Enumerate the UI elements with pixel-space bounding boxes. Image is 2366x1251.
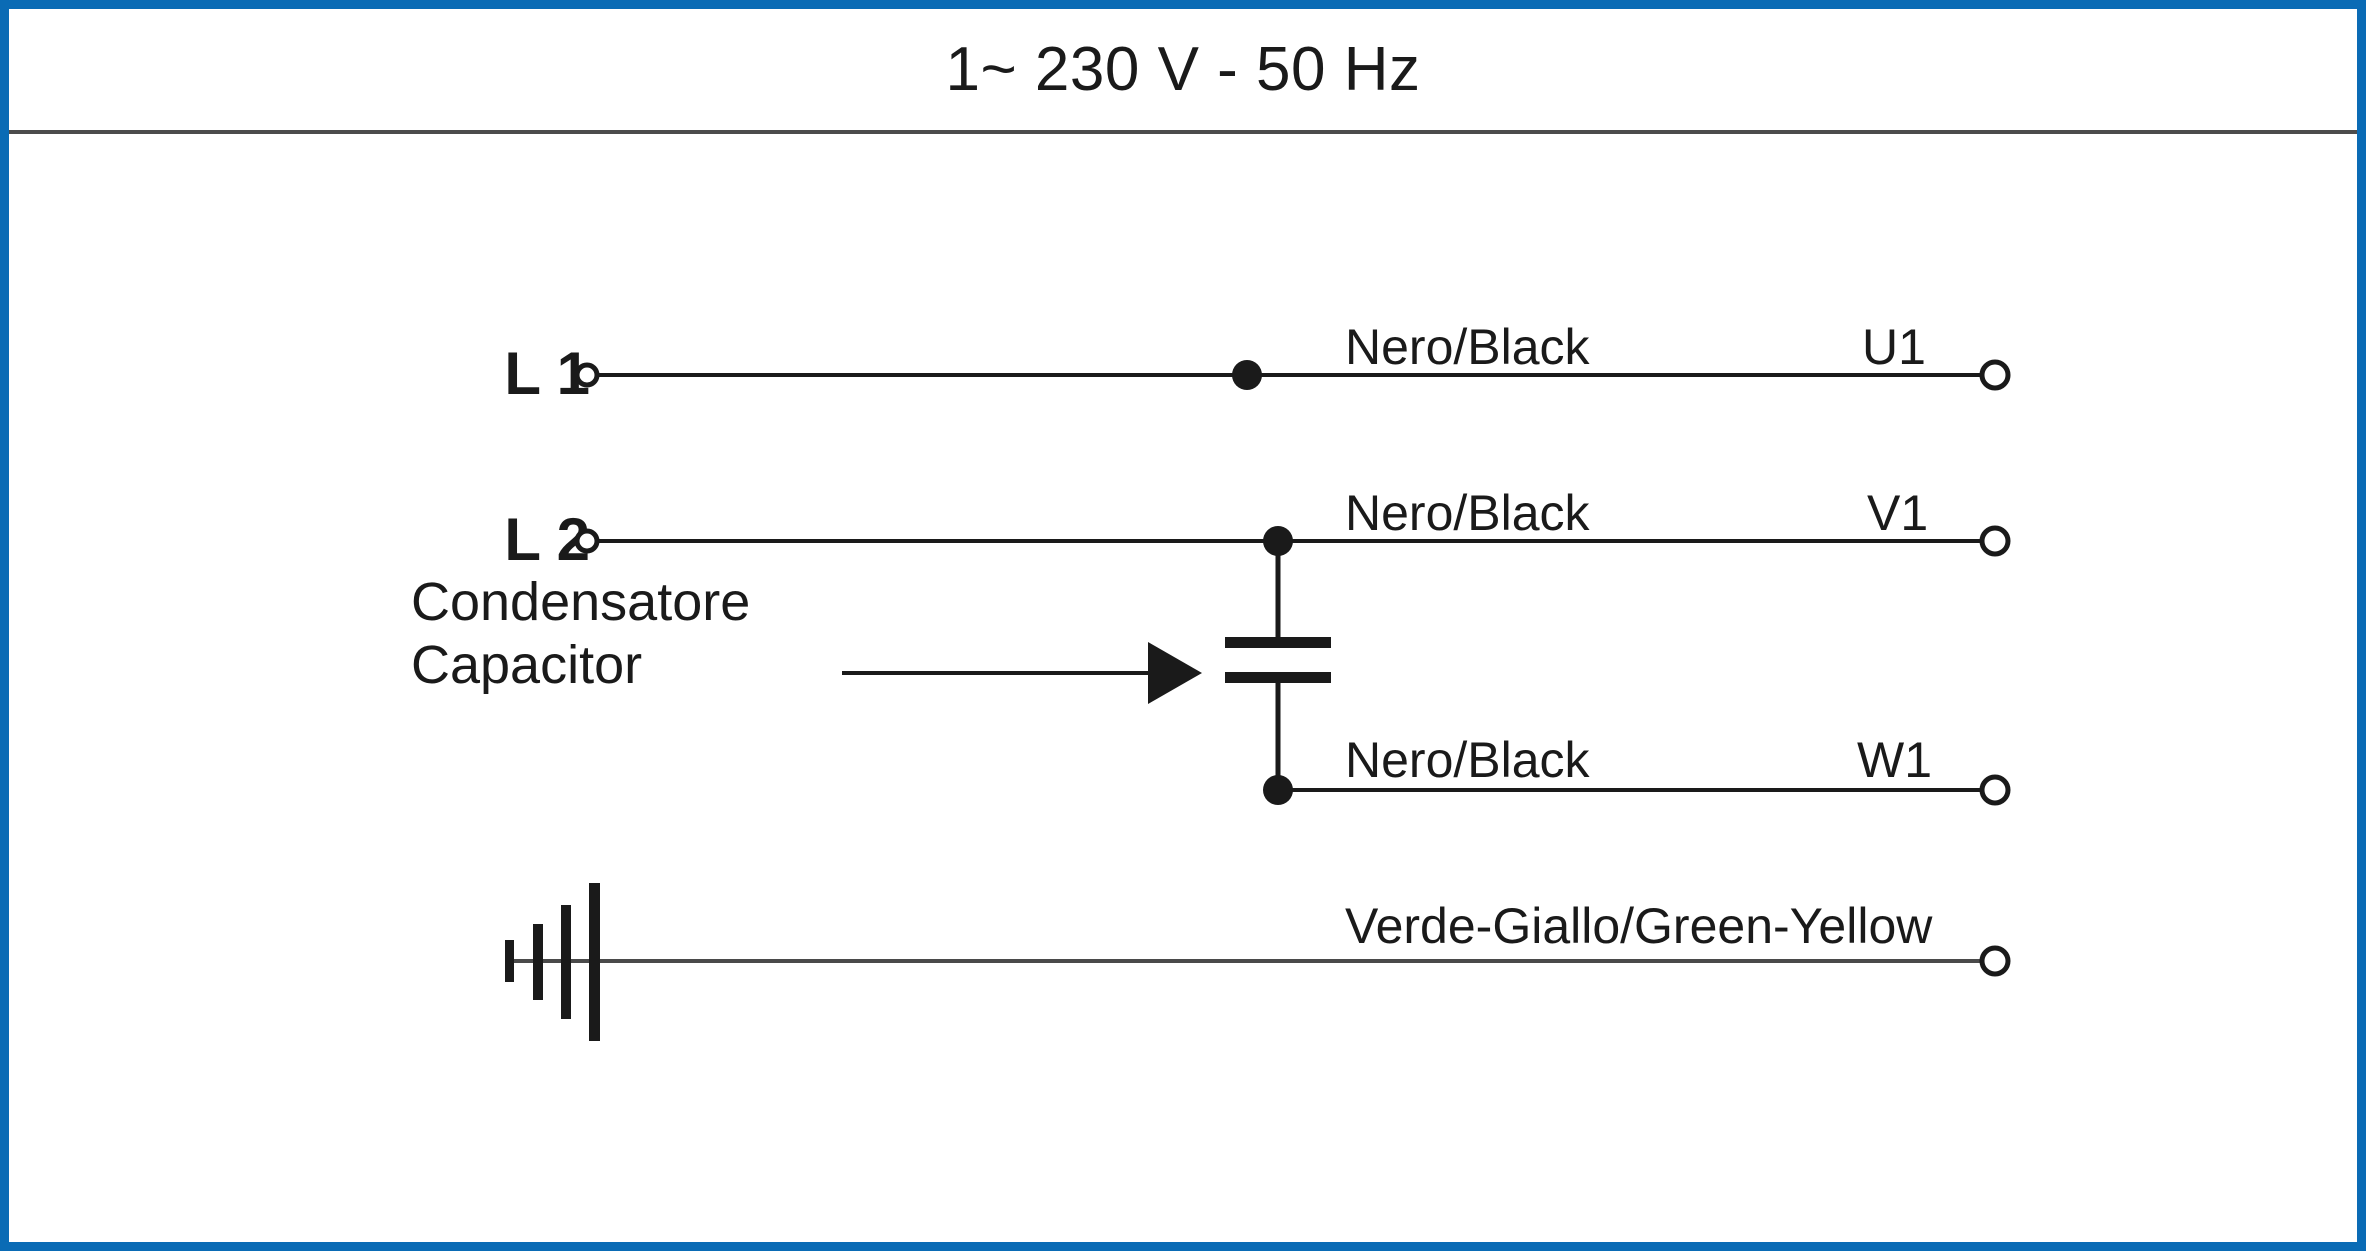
schematic-canvas: L 1 L 2 Condensatore Capacitor Nero/Blac… bbox=[0, 134, 2366, 1242]
wire-network bbox=[505, 359, 2011, 1041]
terminal-point-l2 bbox=[574, 528, 600, 554]
wire-color-label-w1: Nero/Black bbox=[1345, 732, 1590, 788]
terminal-point-v1 bbox=[1979, 525, 2011, 557]
junction-dot-l1 bbox=[1232, 360, 1262, 390]
terminal-point-u1 bbox=[1979, 359, 2011, 391]
terminal-label-v1: V1 bbox=[1867, 485, 1929, 541]
junction-dot-w1 bbox=[1263, 775, 1293, 805]
terminal-point-w1 bbox=[1979, 774, 2011, 806]
page-title: 1~ 230 V - 50 Hz bbox=[945, 35, 1421, 104]
capacitor-plate-top bbox=[1225, 637, 1331, 648]
terminal-point-earth bbox=[1979, 945, 2011, 977]
wire-color-label-v1: Nero/Black bbox=[1345, 485, 1590, 541]
title-bar: 1~ 230 V - 50 Hz bbox=[9, 9, 2357, 130]
earth-ground-icon bbox=[505, 883, 600, 1041]
terminal-label-u1: U1 bbox=[1862, 319, 1926, 375]
capacitor-plate-bottom bbox=[1225, 672, 1331, 683]
terminal-point-l1 bbox=[574, 362, 600, 388]
capacitor-label-italian: Condensatore bbox=[411, 572, 751, 632]
title-divider bbox=[9, 130, 2357, 134]
terminal-label-w1: W1 bbox=[1857, 732, 1932, 788]
capacitor-label-english: Capacitor bbox=[411, 635, 643, 695]
wire-color-label-earth: Verde-Giallo/Green-Yellow bbox=[1345, 898, 1933, 954]
wire-color-label-u1: Nero/Black bbox=[1345, 319, 1590, 375]
capacitor-pointer-arrowhead bbox=[1148, 642, 1202, 704]
